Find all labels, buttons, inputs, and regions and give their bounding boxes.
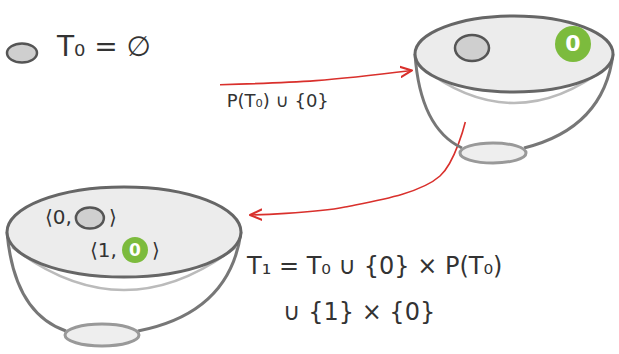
bowl-rim (415, 16, 613, 92)
node-outline (4, 183, 250, 283)
formula-text: T₁ = T₀ ∪ {0} × P(T₀) (247, 252, 502, 281)
set-bowl: 0 (412, 10, 617, 122)
mapping-arrow (220, 70, 412, 84)
set-label: ⟨0, (45, 205, 72, 229)
node-outline (412, 10, 617, 122)
set-ellipse (7, 44, 37, 63)
set-ellipse (455, 35, 489, 61)
set-label: ⟩ (152, 238, 160, 262)
set-ellipse (76, 208, 104, 229)
set-label: ⟨1, (90, 238, 117, 262)
set-bowl: ⟨0, ⟩ ⟨1, ⟩ 0 (4, 183, 250, 283)
formula-text: ∪ {1} × {0} (283, 298, 435, 327)
bowl-base (65, 324, 139, 346)
edge-label: P(T₀) ∪ {0} (225, 90, 331, 112)
element-dot: 0 (122, 237, 148, 263)
element-dot: 0 (555, 26, 591, 62)
mapping-arrow (250, 122, 465, 215)
set-node: T₀ = ∅ (5, 22, 220, 88)
bowl-rim (7, 187, 241, 277)
set-label: ⟩ (109, 205, 117, 229)
element-label: 0 (129, 240, 141, 260)
element-label: 0 (565, 31, 580, 57)
set-label: T₀ = ∅ (57, 30, 151, 64)
bowl-base (460, 143, 526, 163)
